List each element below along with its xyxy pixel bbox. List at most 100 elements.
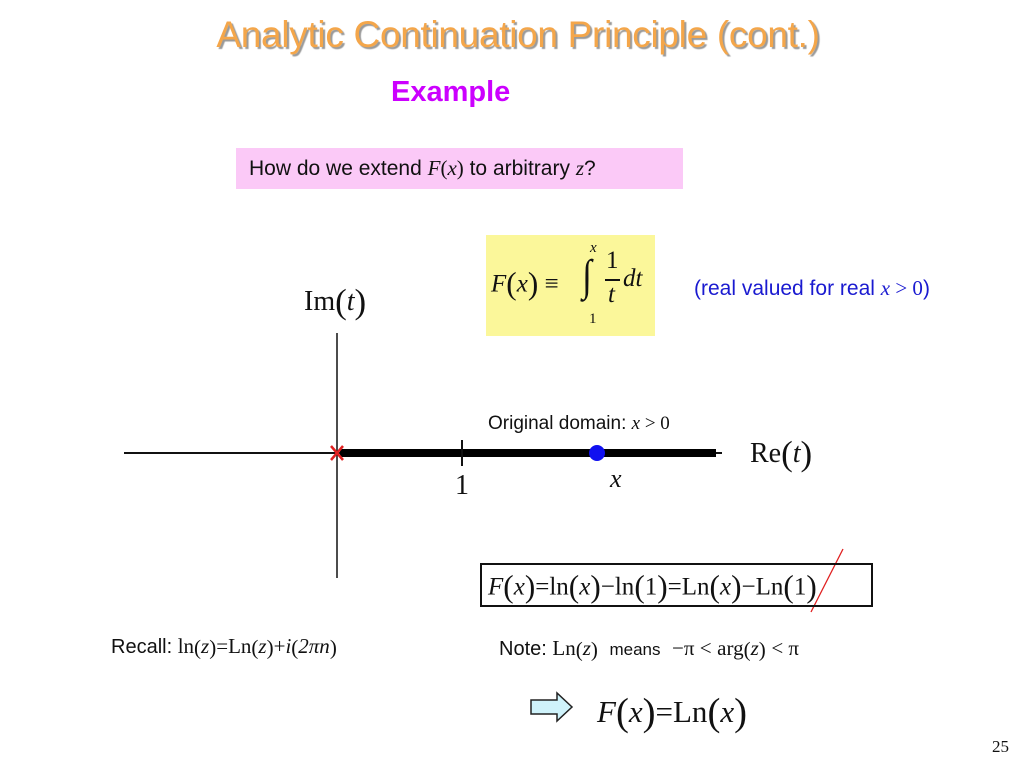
eq-paren: ( xyxy=(634,569,645,604)
eq-minus: − xyxy=(600,573,615,601)
imaginary-axis-label: Im(t) xyxy=(304,282,366,322)
note-condition-left: −π < xyxy=(672,636,712,660)
eq-paren: ( xyxy=(568,569,580,604)
paren: ) xyxy=(209,635,217,660)
note-means: means xyxy=(609,640,661,659)
recall-ln: ln xyxy=(177,634,195,658)
re-label-name: Re xyxy=(750,438,782,470)
paren: ( xyxy=(194,635,202,660)
eq-Ln: Ln xyxy=(681,573,710,601)
recall-formula: Recall: ln(z)=Ln(z)+i(2πn) xyxy=(111,634,337,661)
question-box: How do we extend F(x) to arbitrary z? xyxy=(236,148,683,189)
im-label-arg: t xyxy=(346,286,355,318)
real-axis-label: Re(t) xyxy=(750,434,812,474)
recall-i: i xyxy=(285,634,292,658)
note-formula: Note: Ln(z) means −π < arg(z) < π xyxy=(499,636,799,663)
paren: ( xyxy=(743,637,751,662)
recall-plus: + xyxy=(273,634,286,658)
real-note-var: x xyxy=(880,276,891,300)
conclusion-Ln: Ln xyxy=(673,693,708,729)
integral-sign: ∫ xyxy=(582,251,592,300)
question-open-paren: ( xyxy=(440,156,448,180)
note-condition-z: z xyxy=(750,636,759,660)
paren: ) xyxy=(266,635,274,660)
eq-paren: ( xyxy=(783,569,794,604)
definition-arg: x xyxy=(516,270,528,298)
eq-paren: ( xyxy=(709,569,720,604)
integral-lower-limit: 1 xyxy=(589,311,597,327)
result-equation-box: F(x)=ln(x)−ln(1)=Ln(x)−Ln(1) xyxy=(480,563,873,607)
paren: ( xyxy=(575,637,583,662)
point-x-marker xyxy=(589,445,605,461)
singularity-x-icon xyxy=(330,445,344,461)
question-prefix: How do we extend xyxy=(249,157,428,180)
eq-paren: ) xyxy=(657,569,668,604)
eq-arg: x xyxy=(513,573,525,601)
note-condition-right: < π xyxy=(771,636,800,660)
eq-minus: − xyxy=(741,573,756,601)
question-arg: x xyxy=(447,156,457,180)
definition-lhs: F(x) ≡ xyxy=(491,266,559,302)
right-arrow-icon xyxy=(530,691,574,723)
real-note-prefix: (real valued for real xyxy=(694,277,881,300)
im-label-name: Im xyxy=(304,286,336,318)
eq-equals: = xyxy=(667,573,682,601)
fraction-denominator: t xyxy=(608,281,615,308)
conclusion-rhs-arg: x xyxy=(720,693,735,729)
paren: ) xyxy=(329,635,337,660)
question-suffix: ? xyxy=(584,157,596,180)
paren: ) xyxy=(590,637,598,662)
domain-label-var: x xyxy=(631,413,641,434)
eq-one: 1 xyxy=(644,573,658,601)
definition-equiv: ≡ xyxy=(544,270,559,298)
eq-ln: ln xyxy=(549,573,569,601)
integral-upper-limit: x xyxy=(590,240,597,256)
eq-paren: ) xyxy=(590,569,601,604)
domain-label-text: Original domain: xyxy=(488,413,632,434)
eq-arg: x xyxy=(719,573,732,601)
page-number: 25 xyxy=(992,737,1009,756)
paren: ) xyxy=(734,691,748,734)
recall-z: z xyxy=(201,634,210,658)
note-colon: : xyxy=(541,638,547,660)
im-close-paren: ) xyxy=(354,282,367,321)
re-close-paren: ) xyxy=(800,434,813,473)
paren: ) xyxy=(758,637,766,662)
re-label-arg: t xyxy=(792,438,801,470)
eq-equals: = xyxy=(535,573,550,601)
eq-arg: x xyxy=(579,573,591,601)
conclusion-formula: F(x)=Ln(x) xyxy=(597,690,747,735)
cross-out-line xyxy=(810,548,844,613)
eq-paren: ) xyxy=(524,569,536,604)
recall-z: z xyxy=(258,634,267,658)
original-domain-label: Original domain: x > 0 xyxy=(488,413,670,435)
point-x-label: x xyxy=(610,464,622,493)
recall-colon: : xyxy=(166,636,173,658)
recall-term: 2πn xyxy=(298,634,330,658)
eq-paren: ) xyxy=(731,569,742,604)
note-label: Note xyxy=(499,638,542,660)
paren: ) xyxy=(642,691,656,734)
question-var: z xyxy=(575,156,584,180)
definition-func: F xyxy=(491,270,507,298)
definition-close-paren: ) xyxy=(527,266,539,301)
fraction-numerator: 1 xyxy=(606,247,619,274)
paren: ( xyxy=(615,691,629,734)
note-z: z xyxy=(582,636,591,660)
eq-ln: ln xyxy=(614,573,635,601)
conclusion-equals: = xyxy=(655,693,673,729)
recall-Ln: Ln xyxy=(228,634,252,658)
note-arg-fn: arg xyxy=(717,636,744,660)
real-note-relation: > 0 xyxy=(890,276,923,300)
slide-title: Analytic Continuation Principle (cont.) xyxy=(216,14,820,55)
question-middle: to arbitrary xyxy=(463,157,576,180)
re-open-paren: ( xyxy=(781,434,793,473)
im-open-paren: ( xyxy=(335,282,347,321)
eq-paren: ) xyxy=(806,569,817,604)
paren: ( xyxy=(251,635,259,660)
fraction-bar xyxy=(605,279,620,281)
real-valued-note: (real valued for real x > 0) xyxy=(694,276,930,301)
conclusion-arg: x xyxy=(628,693,643,729)
definition-box: F(x) ≡ ∫ x 1 1 t dt xyxy=(486,235,655,336)
